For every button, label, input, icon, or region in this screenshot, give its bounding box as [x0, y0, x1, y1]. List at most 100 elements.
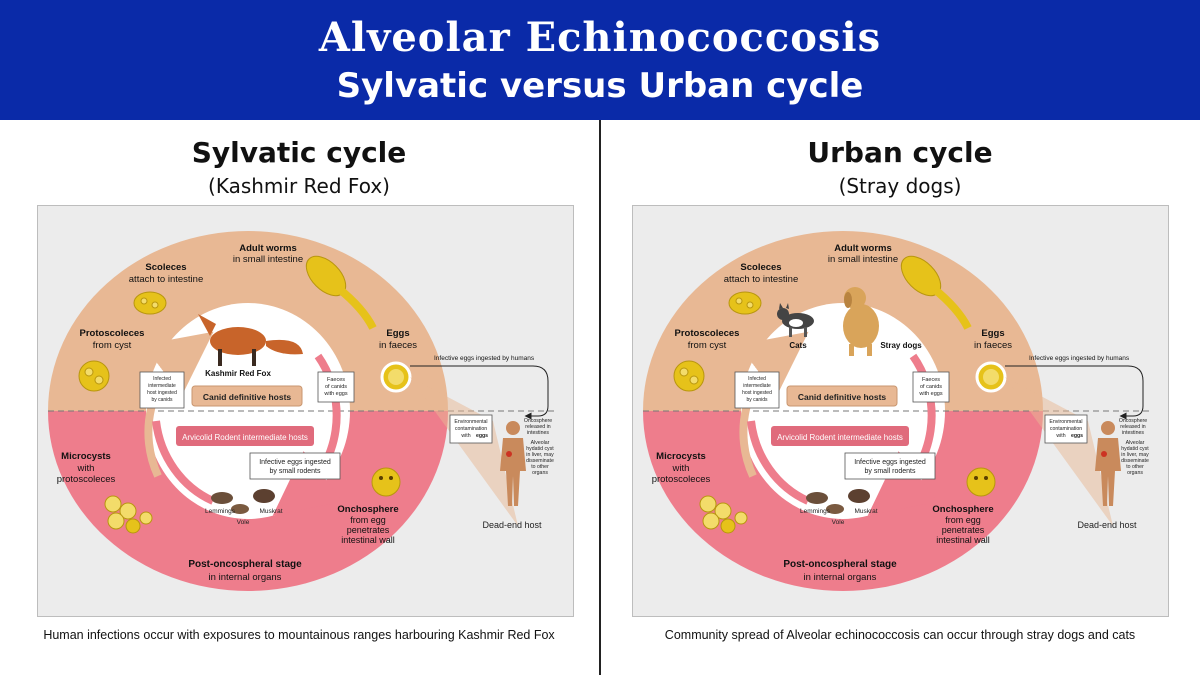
- dead-end-host-label: Dead-end host: [482, 520, 542, 530]
- rodent-ingestion-box: [844, 452, 936, 480]
- oncosphere-released-line: Oncosphere: [1119, 418, 1147, 424]
- onchosphere-label: Onchosphere: [337, 504, 398, 515]
- alveolar-cyst-line: hydatid cyst: [1121, 446, 1149, 452]
- adult-worms-sub: in small intestine: [828, 254, 898, 265]
- infected-host-box: [139, 371, 185, 409]
- protoscoleces-label: Protoscoleces: [80, 328, 145, 339]
- scoleces-icon: [133, 291, 167, 315]
- main-subtitle: Sylvatic versus Urban cycle: [336, 66, 864, 106]
- infected-host-line: host ingested: [742, 390, 772, 396]
- cycle-diagram-frame: Cats Stray dogs Canid definitive hosts A…: [632, 205, 1169, 617]
- alveolar-cyst-line: Alveolar: [531, 440, 550, 446]
- environmental-line: Environmental: [1049, 419, 1082, 425]
- adult-worm-icon: [305, 255, 377, 330]
- panel-title: Sylvatic cycle: [191, 136, 407, 169]
- infected-host-box: [734, 371, 780, 409]
- oncosphere-released-line: released in: [525, 424, 550, 430]
- alveolar-cyst-line: to other: [531, 464, 549, 470]
- muskrat-label: Muskrat: [854, 508, 877, 515]
- onchosphere-sub: penetrates: [347, 525, 390, 535]
- faeces-box: [317, 371, 355, 403]
- onchosphere-sub: from egg: [945, 515, 981, 525]
- rodent-hosts-box: [176, 426, 314, 446]
- alveolar-cyst-line: Alveolar: [1126, 440, 1145, 446]
- main-title: Alveolar Echinococcosis: [318, 14, 882, 61]
- canid-hosts-label: Canid definitive hosts: [203, 392, 292, 402]
- protoscoleces-sub: from cyst: [688, 340, 727, 351]
- canid-hosts-label: Canid definitive hosts: [798, 392, 887, 402]
- oncosphere-released-line: Oncosphere: [524, 418, 552, 424]
- microcysts-sub: with: [672, 463, 690, 474]
- vole-label: Vole: [237, 519, 250, 526]
- human-exposure-wedge: [1005, 377, 1113, 526]
- animal-label: Kashmir Red Fox: [205, 369, 271, 378]
- cycle-diagram-frame: Kashmir Red Fox Canid definitive hosts A…: [37, 205, 574, 617]
- urban-panel: Urban cycle (Stray dogs): [601, 120, 1199, 675]
- cycle-diagram: Cats Stray dogs Canid definitive hosts A…: [643, 231, 1153, 591]
- adult-worms-label: Adult worms: [834, 243, 892, 254]
- title-banner: Alveolar Echinococcosis Sylvatic versus …: [0, 0, 1200, 120]
- environmental-line: Environmental: [454, 419, 487, 425]
- environmental-eggs: eggs: [1071, 433, 1083, 439]
- faeces-line: with eggs: [323, 391, 347, 397]
- faeces-line: of canids: [325, 384, 347, 390]
- human-ingestion-arrow: [410, 365, 549, 420]
- rodent-ingestion-line: by small rodents: [270, 468, 321, 475]
- adult-worms-sub: in small intestine: [233, 254, 303, 265]
- rodent-icons: [211, 489, 275, 514]
- arrow-bottom-left: [152, 420, 215, 505]
- canid-hosts-box: [191, 385, 303, 407]
- post-oncospheral-label: Post-oncospheral stage: [188, 559, 302, 570]
- environmental-line: contamination: [1050, 426, 1082, 432]
- rodent-icons: [806, 489, 870, 514]
- dog-icon: [843, 287, 879, 356]
- rodent-hosts-label: Arvicolid Rodent intermediate hosts: [182, 433, 308, 442]
- scoleces-icon: [728, 291, 762, 315]
- faeces-line: of canids: [920, 384, 942, 390]
- human-figure-icon: [1095, 421, 1121, 506]
- faeces-line: Faeces: [922, 377, 940, 383]
- dead-end-host-label: Dead-end host: [1077, 520, 1137, 530]
- canid-hosts-box: [786, 385, 898, 407]
- alveolar-cyst-line: in liver, may: [526, 452, 554, 458]
- onchosphere-label: Onchosphere: [932, 504, 993, 515]
- onchosphere-sub: from egg: [350, 515, 386, 525]
- faeces-box: [912, 371, 950, 403]
- environmental-line: contamination: [455, 426, 487, 432]
- environmental-box: [449, 414, 493, 444]
- infected-host-line: Infected: [153, 376, 171, 382]
- infected-host-line: intermediate: [148, 383, 176, 389]
- eggs-sub: in faeces: [974, 340, 1012, 351]
- cycle-diagram: Kashmir Red Fox Canid definitive hosts A…: [48, 231, 558, 591]
- arrow-bottom-left: [747, 420, 810, 505]
- microcysts-icon: [699, 495, 748, 534]
- alveolar-cyst-line: organs: [1127, 470, 1143, 476]
- alveolar-cyst-line: hydatid cyst: [526, 446, 554, 452]
- environmental-line: with: [461, 433, 470, 439]
- human-exposure-wedge: [410, 377, 518, 526]
- environmental-box: [1044, 414, 1088, 444]
- rodent-ingestion-box: [249, 452, 341, 480]
- post-oncospheral-label: Post-oncospheral stage: [783, 559, 897, 570]
- human-ingestion-arrow: [1005, 365, 1144, 420]
- onchosphere-sub: penetrates: [942, 525, 985, 535]
- panel-subtitle: (Stray dogs): [838, 174, 962, 198]
- environmental-line: with: [1056, 433, 1065, 439]
- eggs-label: Eggs: [981, 328, 1004, 339]
- environmental-eggs: eggs: [476, 433, 488, 439]
- oncosphere-released-line: intestines: [527, 430, 549, 436]
- human-ingestion-label: Infective eggs ingested by humans: [434, 355, 535, 362]
- protoscoleces-cyst-icon: [673, 360, 705, 392]
- microcysts-sub: protoscoleces: [57, 474, 116, 485]
- fox-icon: [198, 314, 303, 366]
- lemmings-label: Lemmings: [205, 508, 236, 515]
- lemmings-label: Lemmings: [800, 508, 831, 515]
- scoleces-sub: attach to intestine: [129, 274, 203, 285]
- rodent-hosts-label: Arvicolid Rodent intermediate hosts: [777, 433, 903, 442]
- post-oncospheral-sub: in internal organs: [209, 572, 282, 583]
- adult-worm-icon: [900, 255, 972, 330]
- stray-dogs-label: Stray dogs: [880, 341, 922, 350]
- rodent-ingestion-line: Infective eggs ingested: [854, 459, 926, 466]
- microcysts-sub: with: [77, 463, 95, 474]
- alveolar-cyst-line: in liver, may: [1121, 452, 1149, 458]
